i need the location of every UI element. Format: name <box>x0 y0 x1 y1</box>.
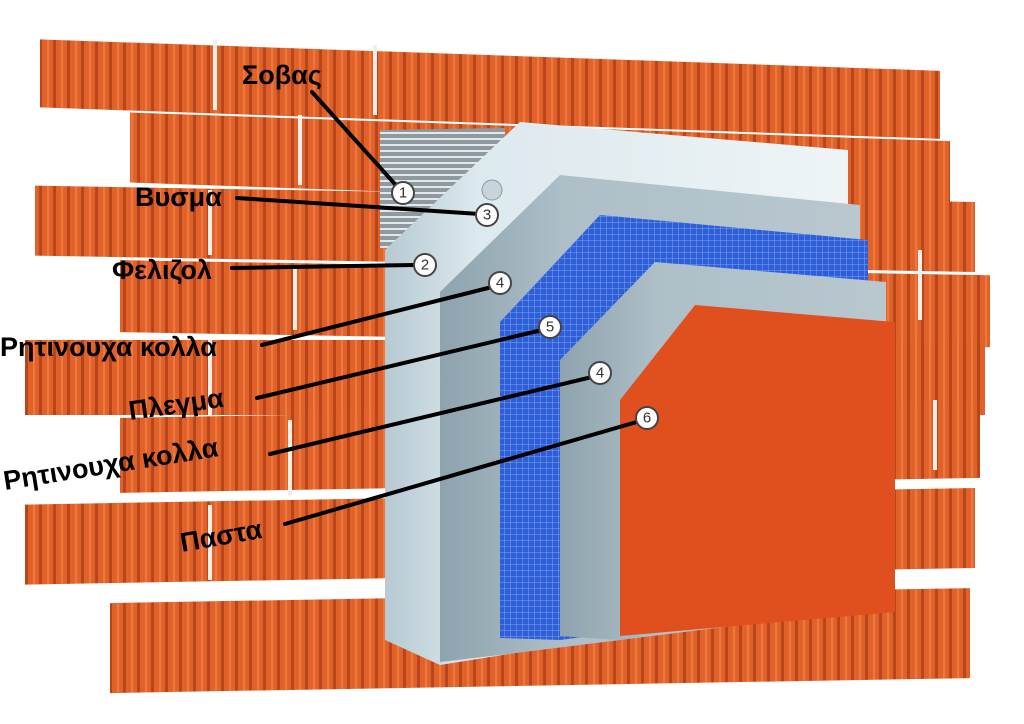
svg-text:4: 4 <box>596 365 604 382</box>
callout-5: 5 <box>538 315 562 339</box>
dowel-icon <box>481 179 503 201</box>
callout-1: 1 <box>391 181 415 205</box>
svg-text:3: 3 <box>483 207 491 224</box>
svg-text:6: 6 <box>643 410 651 427</box>
finish-paste-layer <box>620 305 895 636</box>
label-adhesive-1: Ρητινουχα κολλα <box>0 332 217 362</box>
callout-3: 3 <box>475 203 499 227</box>
svg-text:4: 4 <box>496 275 504 292</box>
callout-2: 2 <box>413 253 437 277</box>
label-eps: Φελιζολ <box>112 255 212 285</box>
label-plaster: Σοβας <box>242 60 322 90</box>
svg-text:5: 5 <box>546 319 554 336</box>
callout-4a: 4 <box>488 271 512 295</box>
svg-text:2: 2 <box>421 257 429 274</box>
callout-4b: 4 <box>588 361 612 385</box>
callout-6: 6 <box>635 406 659 430</box>
svg-text:1: 1 <box>399 185 407 202</box>
label-dowel: Βυσμα <box>135 182 222 212</box>
leader-lines <box>230 90 642 526</box>
